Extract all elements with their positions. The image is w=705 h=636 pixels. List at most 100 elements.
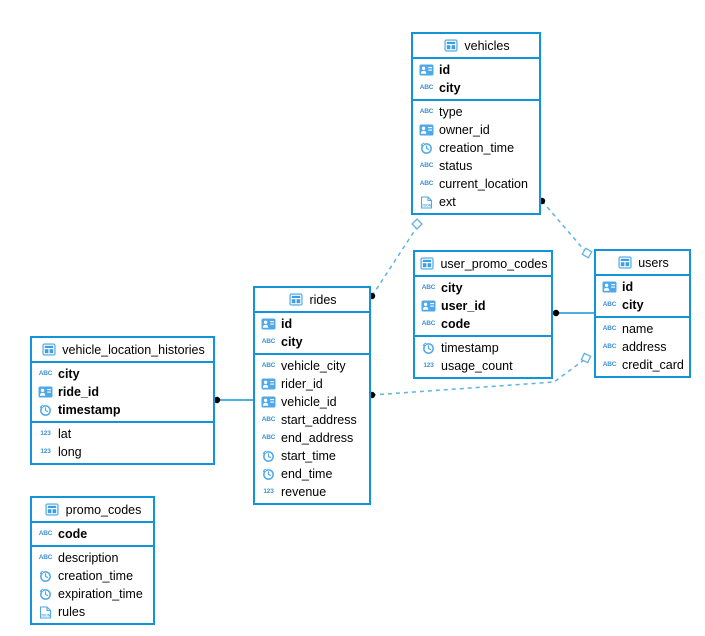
column-row-creation_time[interactable]: creation_time (413, 139, 539, 157)
column-label: end_address (281, 431, 354, 445)
table-header-vehicle_location_histories[interactable]: vehicle_location_histories (32, 338, 213, 363)
string-type-icon: ABC (38, 369, 53, 377)
datetime-type-icon (37, 569, 54, 583)
table-header-users[interactable]: users (596, 251, 689, 276)
table-title: vehicle_location_histories (62, 342, 205, 357)
column-row-credit_card[interactable]: ABC credit_card (596, 356, 689, 374)
column-label: creation_time (439, 141, 515, 155)
json-type-icon: JSON (418, 195, 435, 209)
table-title: rides (309, 292, 337, 307)
column-label: ext (439, 195, 456, 209)
relationship-line-vehicles-users[interactable] (541, 200, 586, 252)
column-row-end_address[interactable]: ABC end_address (255, 429, 369, 447)
datetime-type-icon (418, 141, 435, 155)
column-label: expiration_time (58, 587, 143, 601)
string-type-icon: ABC (419, 83, 434, 91)
column-row-rider_id[interactable]: rider_id (255, 375, 369, 393)
table-title: vehicles (464, 38, 510, 53)
column-row-id[interactable]: id (413, 61, 539, 79)
column-row-revenue[interactable]: 123 revenue (255, 483, 369, 501)
column-label: timestamp (58, 403, 121, 417)
column-label: current_location (439, 177, 528, 191)
id-reference-type-icon (260, 378, 277, 390)
column-label: rider_id (281, 377, 323, 391)
column-row-user_id[interactable]: user_id (415, 297, 551, 315)
column-row-status[interactable]: ABC status (413, 157, 539, 175)
column-label: user_id (441, 299, 486, 313)
column-row-expiration_time[interactable]: expiration_time (32, 585, 153, 603)
cardinality-square-icon (580, 352, 592, 364)
string-type-icon: ABC (602, 360, 617, 368)
column-row-id[interactable]: id (596, 278, 689, 296)
column-label: id (439, 63, 451, 77)
column-row-ride_id[interactable]: ride_id (32, 383, 213, 401)
column-row-end_time[interactable]: end_time (255, 465, 369, 483)
cardinality-square-icon (581, 247, 593, 259)
table-title: users (638, 255, 669, 270)
column-label: end_time (281, 467, 333, 481)
table-header-vehicles[interactable]: vehicles (413, 34, 539, 59)
string-type-icon: ABC (38, 553, 53, 561)
numeric-type-icon: 123 (263, 487, 274, 495)
table-icon (44, 503, 61, 516)
numeric-type-icon: 123 (40, 429, 51, 437)
column-row-ext[interactable]: JSON ext (413, 193, 539, 211)
string-type-icon: ABC (261, 433, 276, 441)
string-type-icon: ABC (419, 179, 434, 187)
column-row-vehicle_id[interactable]: vehicle_id (255, 393, 369, 411)
column-label: city (281, 335, 303, 349)
column-row-timestamp[interactable]: timestamp (32, 401, 213, 419)
table-icon (287, 293, 304, 306)
string-type-icon: ABC (419, 161, 434, 169)
column-row-creation_time[interactable]: creation_time (32, 567, 153, 585)
column-row-id[interactable]: id (255, 315, 369, 333)
table-header-user_promo_codes[interactable]: user_promo_codes (415, 252, 551, 277)
column-label: revenue (281, 485, 327, 499)
column-label: status (439, 159, 473, 173)
table-icon (40, 343, 57, 356)
column-label: vehicle_id (281, 395, 337, 409)
relationship-line-rides-vehicles[interactable] (371, 226, 418, 297)
id-reference-type-icon (418, 64, 435, 76)
numeric-type-icon: 123 (423, 361, 434, 369)
column-label: timestamp (441, 341, 499, 355)
column-row-timestamp[interactable]: timestamp (415, 339, 551, 357)
column-row-current_location[interactable]: ABC current_location (413, 175, 539, 193)
table-header-promo_codes[interactable]: promo_codes (32, 498, 153, 523)
column-row-start_time[interactable]: start_time (255, 447, 369, 465)
column-label: city (622, 298, 644, 312)
string-type-icon: ABC (261, 415, 276, 423)
column-label: owner_id (439, 123, 490, 137)
column-row-owner_id[interactable]: owner_id (413, 121, 539, 139)
column-label: credit_card (622, 358, 684, 372)
column-label: id (622, 280, 634, 294)
string-type-icon: ABC (602, 342, 617, 350)
table-header-rides[interactable]: rides (255, 288, 369, 313)
